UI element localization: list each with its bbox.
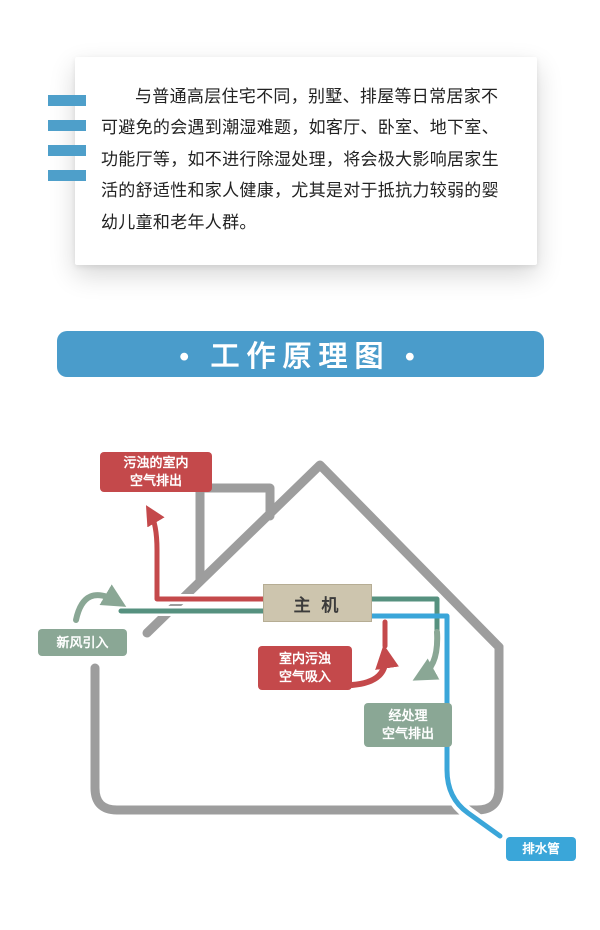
- badge-treated-air-exhaust: 经处理 空气排出: [364, 703, 452, 747]
- drain-pipe-line: [369, 613, 503, 839]
- badge-dirty-air-exhaust: 污浊的室内 空气排出: [100, 452, 212, 492]
- house-chimney-outline: [195, 483, 275, 586]
- principle-diagram: 主 机 污浊的室内 空气排出 新风引入 室内污浊 空气吸入 经处理 空气排出 排…: [0, 440, 600, 930]
- accent-bar: [48, 120, 86, 131]
- badge-drain-pipe: 排水管: [506, 837, 576, 861]
- main-unit-box: 主 机: [263, 584, 372, 622]
- accent-bars: [48, 95, 86, 181]
- treated-air-arrow: [412, 629, 441, 681]
- intro-card: 与普通高层住宅不同，别墅、排屋等日常居家不可避免的会遇到潮湿难题，如客厅、卧室、…: [75, 57, 537, 265]
- house-walls-outline: [90, 642, 504, 815]
- accent-bar: [48, 145, 86, 156]
- badge-fresh-air-intake: 新风引入: [38, 629, 127, 656]
- accent-bar: [48, 170, 86, 181]
- suction-arrow: [349, 644, 399, 688]
- section-banner: • 工作原理图 •: [57, 331, 544, 377]
- intro-paragraph: 与普通高层住宅不同，别墅、排屋等日常居家不可避免的会遇到潮湿难题，如客厅、卧室、…: [101, 87, 499, 232]
- house-roof-outline: [142, 460, 504, 652]
- house-diagram-svg: [73, 460, 507, 843]
- main-unit-label: 主 机: [293, 595, 342, 615]
- badge-indoor-air-suction: 室内污浊 空气吸入: [258, 646, 352, 690]
- banner-title: • 工作原理图 •: [179, 341, 422, 373]
- accent-bar: [48, 95, 86, 106]
- dirty-air-exhaust-line: [145, 505, 268, 602]
- fresh-air-arrow: [73, 584, 127, 623]
- treated-air-line: [369, 596, 440, 639]
